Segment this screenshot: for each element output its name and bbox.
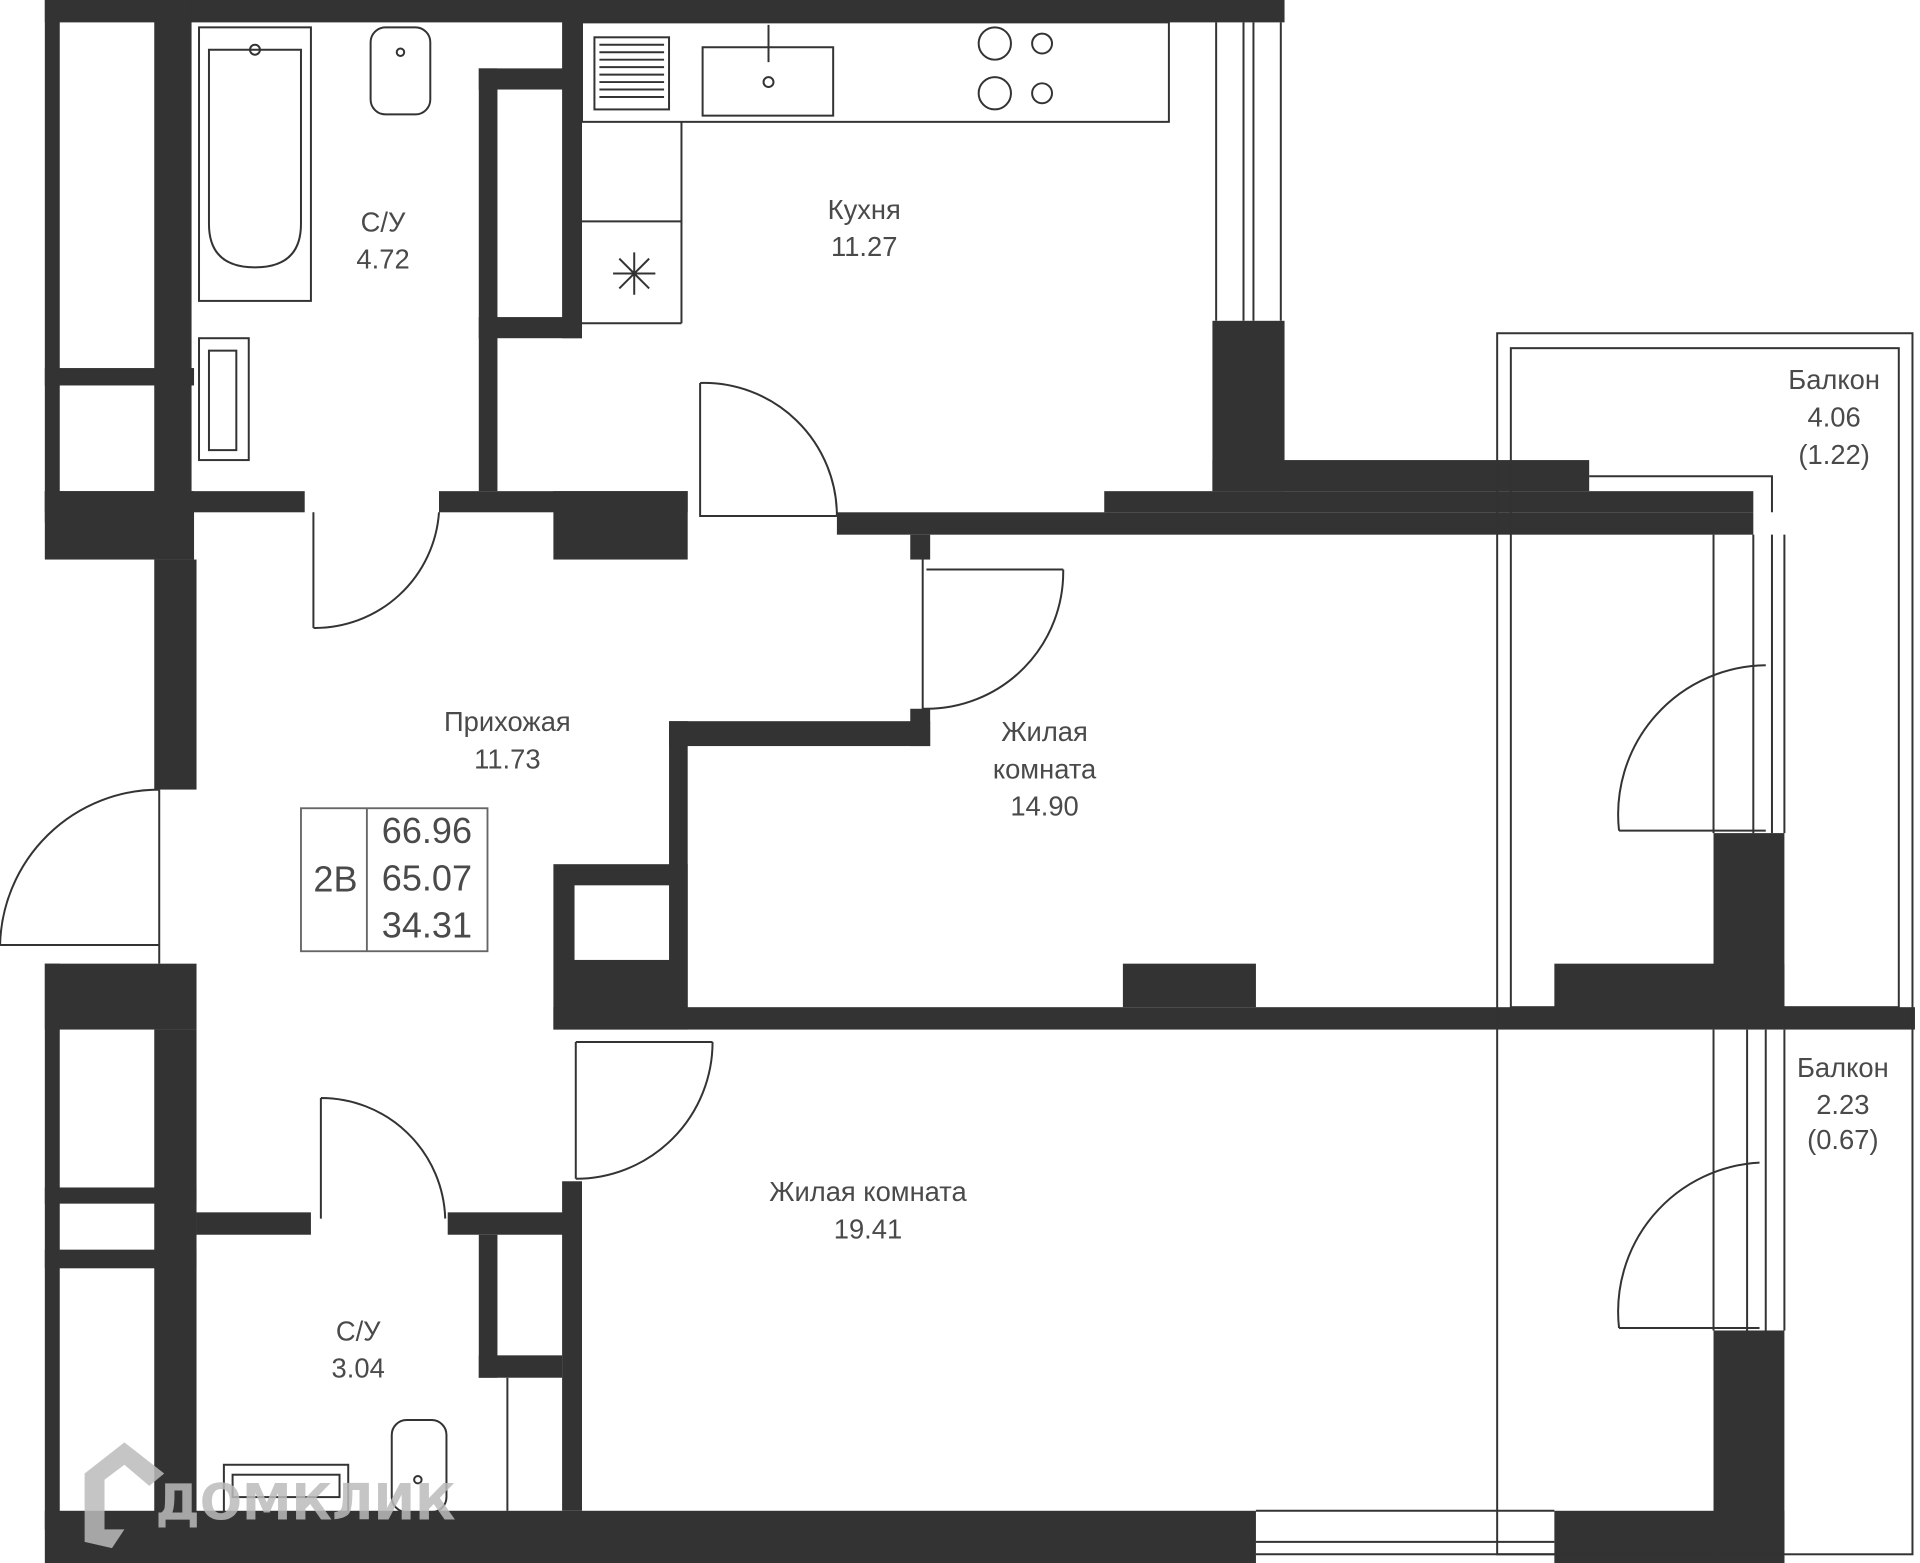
room-area: 11.27 [831, 231, 897, 262]
domclick-logo-icon [84, 1442, 165, 1549]
room-name: Балкон [1788, 364, 1880, 395]
walls [44, 0, 1915, 1563]
room-name: Жилая комната [769, 1176, 967, 1207]
room-name: С/У [361, 206, 406, 237]
room-area: 2.23 [1816, 1089, 1869, 1120]
room-area: 19.41 [834, 1213, 902, 1244]
apartment-summary-box: 2В 66.96 65.07 34.31 [300, 807, 489, 953]
room-label-living-room-2: Жилая комната 19.41 [769, 1176, 967, 1244]
room-name: С/У [336, 1315, 381, 1346]
room-name: Балкон [1797, 1052, 1889, 1083]
room-name: Прихожая [444, 706, 571, 737]
room-label-bathroom-2: С/У 3.04 [332, 1315, 385, 1383]
total-area: 66.96 [382, 810, 472, 851]
room-label-kitchen: Кухня 11.27 [828, 194, 901, 262]
room-area: 11.73 [474, 743, 540, 774]
room-label-balcony-2: Балкон 2.23 (0.67) [1797, 1052, 1889, 1155]
room-label-hallway: Прихожая 11.73 [444, 706, 571, 774]
room-label-living-room-1: Жилая комната 14.90 [993, 716, 1097, 822]
room-name: Кухня [828, 194, 901, 225]
room-area: 4.06 [1808, 401, 1861, 432]
apartment-type: 2В [313, 859, 357, 900]
watermark-text: ДОМКЛИК [155, 1473, 455, 1531]
doors [0, 381, 1766, 1329]
room-area: 4.72 [356, 244, 409, 275]
room-label-balcony-1: Балкон 4.06 (1.22) [1788, 364, 1880, 470]
room-label-bathroom-1: С/У 4.72 [356, 206, 409, 274]
room-area: 3.04 [332, 1353, 385, 1384]
room-reduced-area: (0.67) [1807, 1124, 1878, 1155]
fixtures [198, 21, 1170, 1516]
living-area: 34.31 [382, 905, 472, 946]
room-reduced-area: (1.22) [1798, 439, 1869, 470]
room-name: Жилая [1001, 716, 1088, 747]
area-without-balcony: 65.07 [382, 857, 472, 898]
room-name: комната [993, 753, 1097, 784]
watermark: ДОМКЛИК [84, 1442, 456, 1549]
windows-and-balcony [1215, 22, 1914, 1556]
room-area: 14.90 [1010, 791, 1078, 822]
